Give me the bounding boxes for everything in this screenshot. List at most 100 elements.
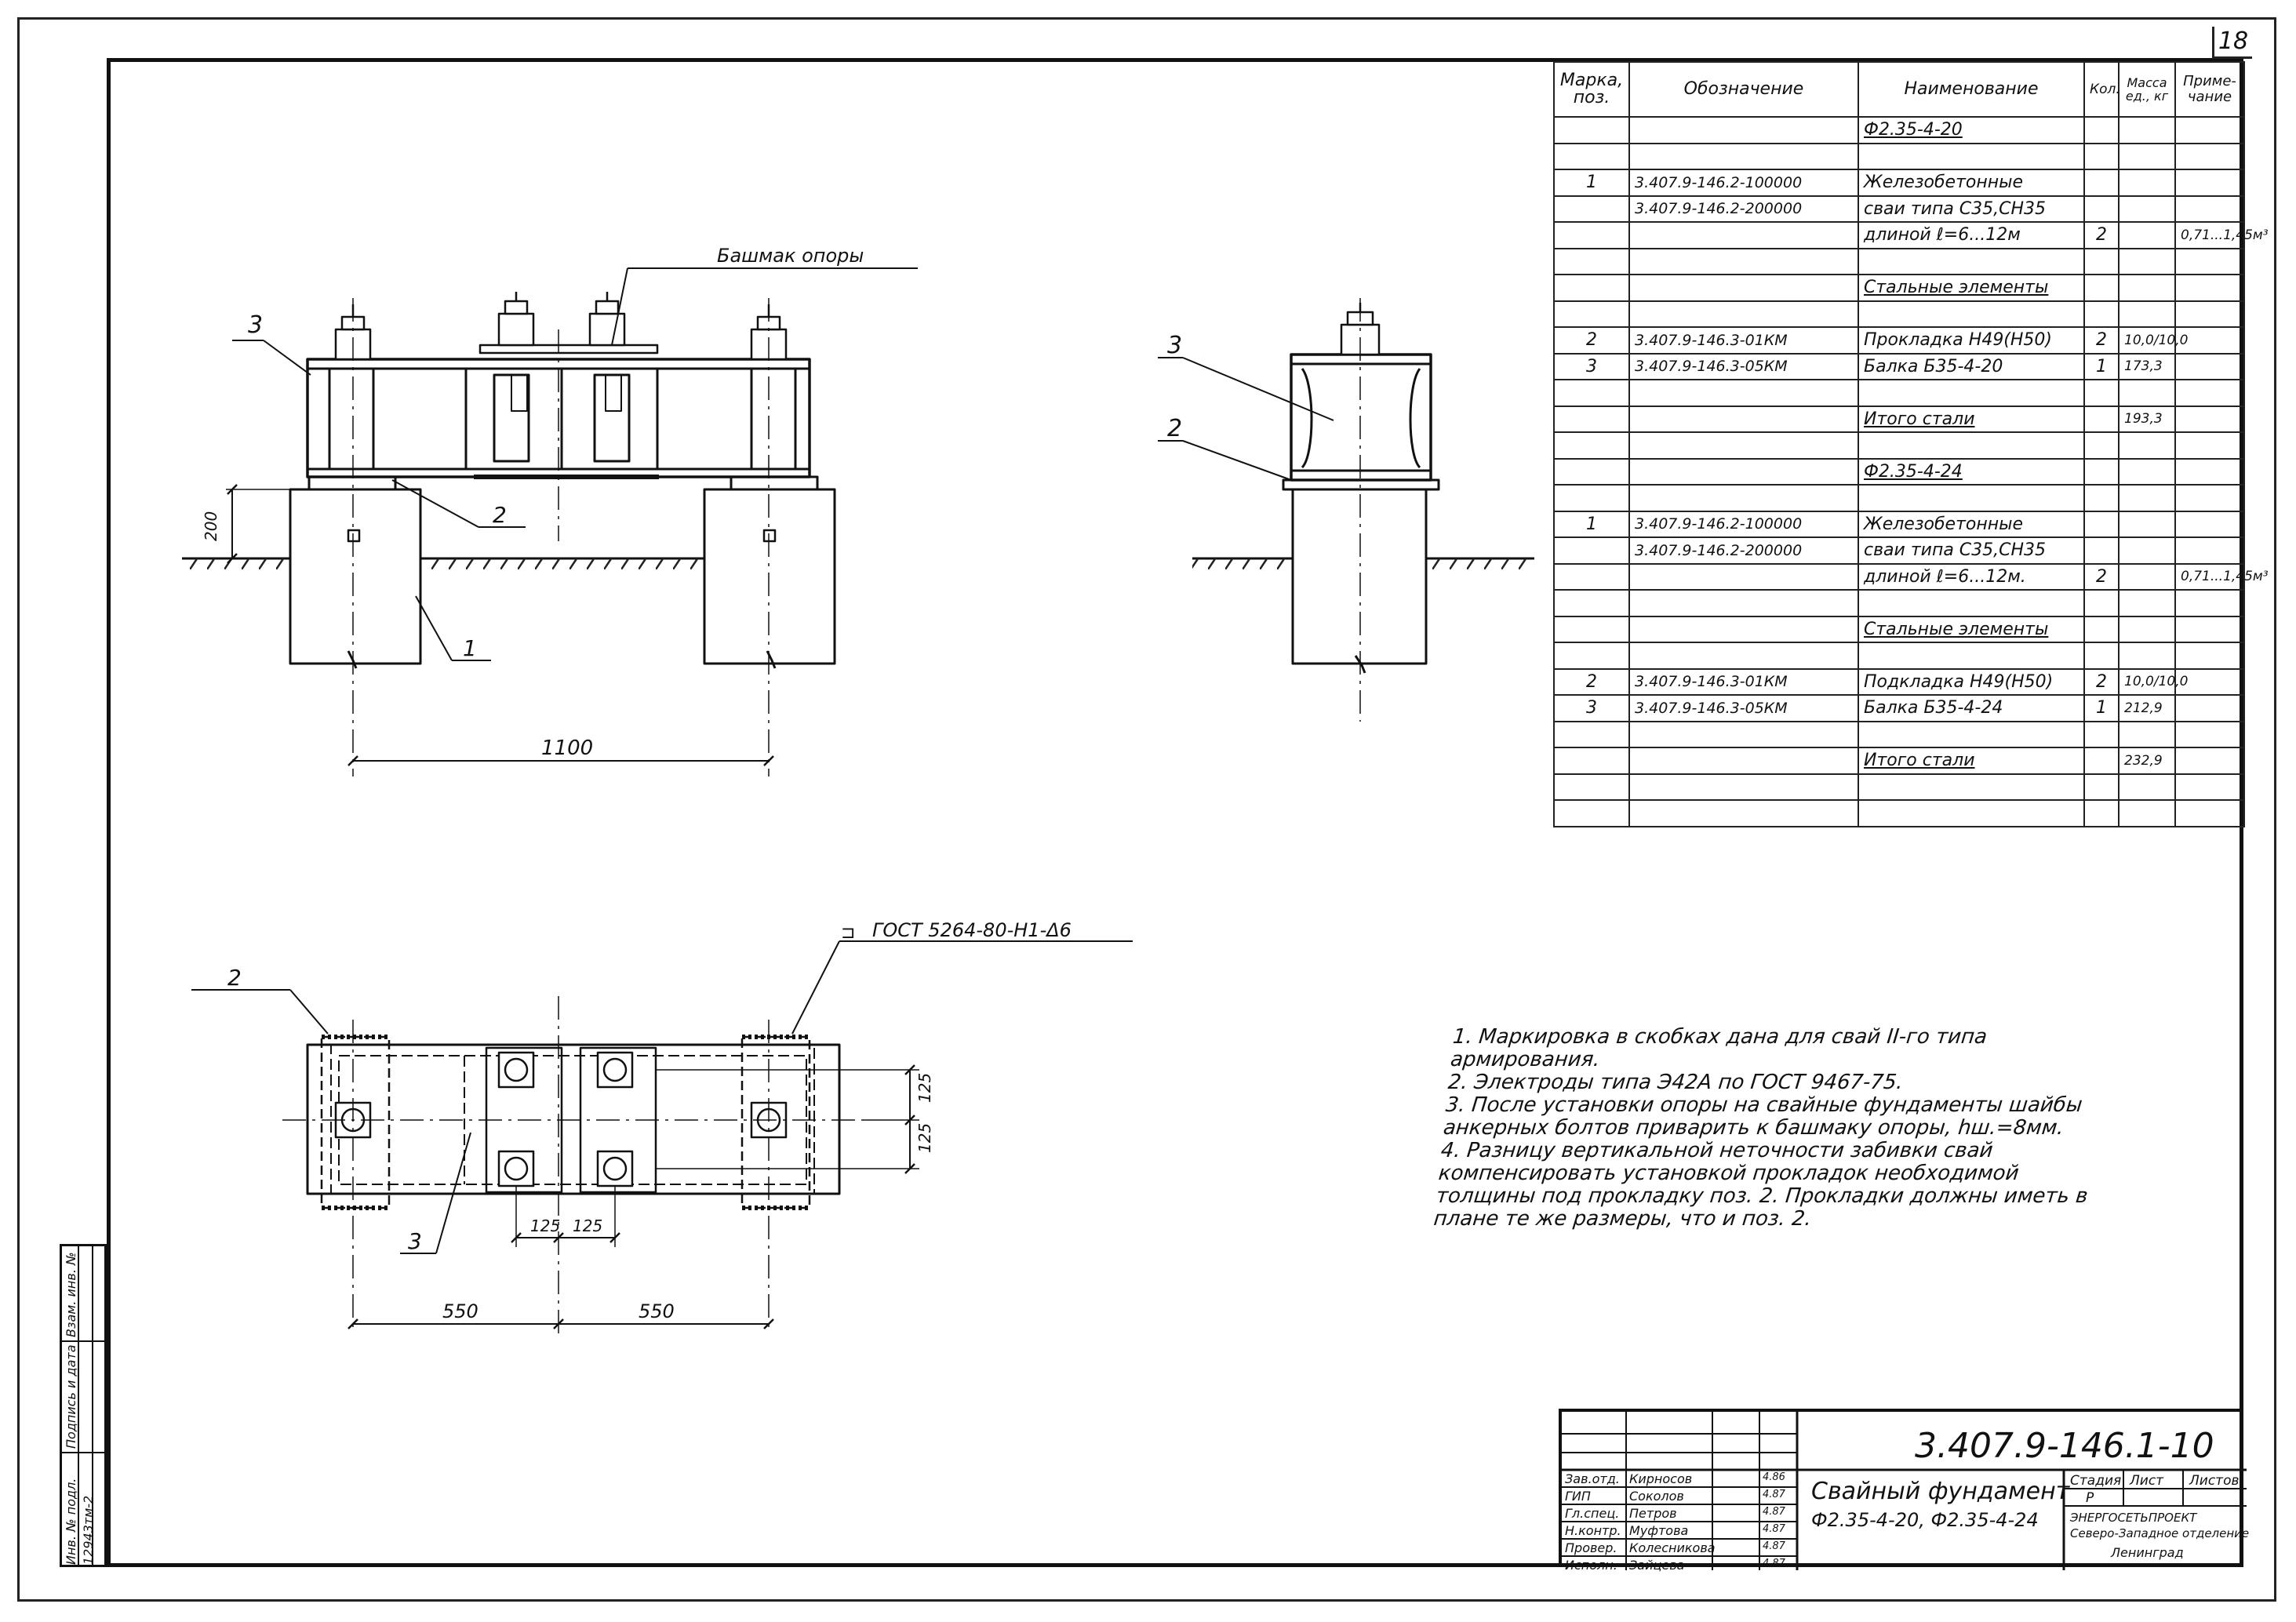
header-qty: Кол. (2083, 61, 2120, 118)
stage-value: Р (2086, 1490, 2094, 1506)
dim-125-horizontal-a: 125 (530, 1216, 560, 1235)
spec-cell (1628, 247, 1859, 275)
spec-cell (1553, 247, 1630, 275)
label-pos-2-plan: 2 (227, 965, 242, 991)
spec-cell (2118, 247, 2176, 275)
spec-row (1553, 142, 2245, 170)
spec-cell: 2 (2083, 221, 2120, 249)
label-pos-1-front: 1 (463, 635, 477, 661)
spec-cell (2083, 405, 2120, 433)
spec-cell: Балка Б35-4-20 (1858, 352, 2085, 380)
spec-cell (1553, 562, 1630, 591)
spec-cell (1858, 379, 2085, 407)
spec-cell (2083, 431, 2120, 460)
spec-cell (1553, 773, 1630, 801)
spec-cell (2174, 667, 2245, 696)
spec-row: Стальные элементы (1553, 615, 2245, 643)
spec-cell (1858, 484, 2085, 512)
tb-name: Петров (1629, 1506, 1677, 1521)
spec-cell (2174, 747, 2245, 775)
spec-row: Ф2.35-4-24 (1553, 457, 2245, 486)
dim-125-vertical-b: 125 (915, 1123, 934, 1153)
spec-cell (1628, 720, 1859, 748)
tb-date: 4.87 (1763, 1506, 1785, 1518)
tb-date: 4.87 (1763, 1523, 1785, 1535)
spec-cell (2174, 300, 2245, 328)
spec-cell (1553, 484, 1630, 512)
spec-cell (2174, 169, 2245, 197)
note-1: 1. Маркировка в скобках дана для свай II… (1449, 1025, 1989, 1071)
tb-role: Провер. (1565, 1540, 1617, 1555)
spec-cell (2118, 142, 2176, 170)
document-title: Свайный фундамент Ф2.35-4-20, Ф2.35-4-24 (1811, 1478, 2069, 1534)
spec-row (1553, 720, 2245, 748)
spec-cell: Ф2.35-4-20 (1858, 116, 2085, 144)
approval-strip: Инв. № подл. 12943тм-2 Подпись и дата Вз… (60, 1244, 109, 1567)
spec-cell: длиной ℓ=6...12м. (1858, 562, 2085, 591)
spec-cell (1628, 484, 1859, 512)
spec-cell (2083, 510, 2120, 538)
spec-cell (2083, 195, 2120, 223)
spec-cell (1553, 379, 1630, 407)
spec-cell: Балка Б35-4-24 (1858, 694, 2085, 722)
spec-cell (2174, 773, 2245, 801)
org-line-2: Северо-Западное отделение (2070, 1526, 2250, 1540)
dim-550-left: 550 (442, 1300, 478, 1322)
spec-cell: длиной ℓ=6...12м (1858, 221, 2085, 249)
spec-cell (2083, 457, 2120, 486)
spec-cell (1553, 799, 1630, 827)
spec-cell (2174, 352, 2245, 380)
spec-cell (2118, 615, 2176, 643)
spec-cell (2174, 274, 2245, 302)
spec-cell (1553, 116, 1630, 144)
label-pos-3-side: 3 (1167, 332, 1182, 359)
spec-cell: 193,3 (2118, 405, 2176, 433)
spec-row (1553, 773, 2245, 801)
spec-cell (2083, 642, 2120, 670)
spec-cell (1553, 747, 1630, 775)
spec-cell (2118, 379, 2176, 407)
spec-cell (1553, 142, 1630, 170)
spec-cell (2083, 773, 2120, 801)
tb-date: 4.87 (1763, 1540, 1785, 1552)
spec-cell (1553, 300, 1630, 328)
spec-cell (1628, 379, 1859, 407)
spec-cell (2118, 642, 2176, 670)
note-2: 2. Электроды типа Э42А по ГОСТ 9467-75. (1446, 1071, 1905, 1094)
spec-cell (2174, 694, 2245, 722)
spec-cell: 10,0/10,0 (2118, 326, 2188, 355)
specification-table: Марка, поз. Обозначение Наименование Кол… (1553, 61, 2269, 827)
spec-cell (2118, 221, 2176, 249)
tb-role: ГИП (1565, 1489, 1591, 1504)
spec-cell (2083, 116, 2120, 144)
spec-cell: 3.407.9-146.3-05КМ (1628, 352, 1859, 380)
tb-name: Соколов (1629, 1489, 1684, 1504)
spec-cell (1858, 642, 2085, 670)
tb-date: 4.87 (1763, 1558, 1785, 1569)
general-notes: 1. Маркировка в скобках дана для свай II… (1432, 1025, 2128, 1231)
tb-name: Зайцева (1629, 1558, 1685, 1573)
spec-cell (2174, 116, 2245, 144)
spec-cell (2174, 484, 2245, 512)
spec-cell (1553, 431, 1630, 460)
spec-cell (2083, 484, 2120, 512)
sheet-outer-frame (17, 17, 2276, 1602)
spec-cell (1553, 720, 1630, 748)
document-code: 3.407.9-146.1-10 (1915, 1426, 2214, 1466)
spec-cell: 173,3 (2118, 352, 2176, 380)
spec-row (1553, 379, 2245, 407)
spec-cell: сваи типа С35,СН35 (1858, 536, 2085, 565)
spec-cell: 3.407.9-146.2-100000 (1628, 169, 1859, 197)
spec-cell (1858, 720, 2085, 748)
spec-cell (1628, 773, 1859, 801)
spec-cell: 1 (2083, 352, 2120, 380)
spec-row (1553, 642, 2245, 670)
title-line-1: Свайный фундамент (1811, 1478, 2070, 1505)
header-mass: Масса ед., кг (2118, 61, 2176, 118)
note-4: 4. Разницу вертикальной неточности забив… (1432, 1139, 2090, 1231)
